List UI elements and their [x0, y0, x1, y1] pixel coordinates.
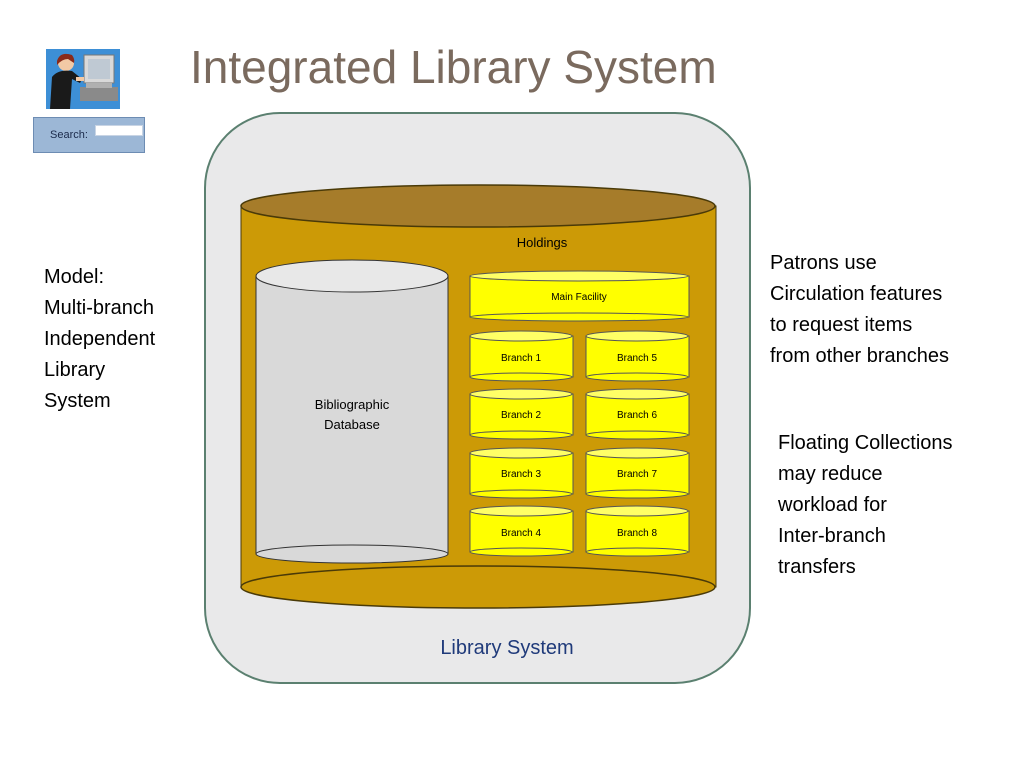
main-facility-cylinder [469, 270, 690, 322]
branch-label: Branch 6 [617, 410, 657, 421]
floating-line: Floating Collections [778, 432, 953, 454]
branch-label: Branch 2 [501, 410, 541, 421]
search-label: Search: [50, 129, 88, 141]
model-line: Library [44, 359, 106, 381]
user-at-computer-icon [46, 49, 120, 109]
branch-label: Branch 4 [501, 528, 541, 539]
branch-label: Branch 5 [617, 353, 657, 364]
model-line: Independent [44, 328, 156, 350]
holdings-label: Holdings [517, 235, 568, 250]
bibliographic-label-line-1: Bibliographic [315, 397, 390, 412]
bibliographic-database-cylinder [255, 259, 449, 564]
patrons-line: to request items [770, 314, 913, 336]
page-title: Integrated Library System [190, 41, 717, 93]
branch-2-cylinder [469, 388, 574, 440]
branch-7-cylinder [585, 447, 690, 499]
branch-1-cylinder [469, 330, 574, 382]
model-line: Model: [44, 266, 105, 288]
model-description: Model: Multi-branch Independent Library … [44, 262, 155, 417]
branch-label: Branch 3 [501, 469, 541, 480]
branch-5-cylinder [585, 330, 690, 382]
branch-8-cylinder [585, 505, 690, 557]
model-line: System [44, 390, 111, 412]
branch-6-cylinder [585, 388, 690, 440]
floating-line: may reduce [778, 463, 883, 485]
patrons-note: Patrons use Circulation features to requ… [770, 248, 949, 372]
floating-line: transfers [778, 556, 856, 578]
patrons-line: Circulation features [770, 283, 943, 305]
branch-4-cylinder [469, 505, 574, 557]
main-facility-label: Main Facility [551, 292, 607, 303]
branch-3-cylinder [469, 447, 574, 499]
branch-label: Branch 7 [617, 469, 657, 480]
branch-label: Branch 8 [617, 528, 657, 539]
library-system-label: Library System [440, 637, 573, 659]
bibliographic-label-line-2: Database [324, 417, 380, 432]
model-line: Multi-branch [44, 297, 155, 319]
patrons-line: from other branches [770, 345, 949, 367]
floating-line: workload for [778, 494, 887, 516]
floating-collections-note: Floating Collections may reduce workload… [778, 428, 953, 583]
floating-line: Inter-branch [778, 525, 886, 547]
patrons-line: Patrons use [770, 252, 877, 274]
search-input[interactable] [95, 125, 143, 136]
branch-label: Branch 1 [501, 353, 541, 364]
